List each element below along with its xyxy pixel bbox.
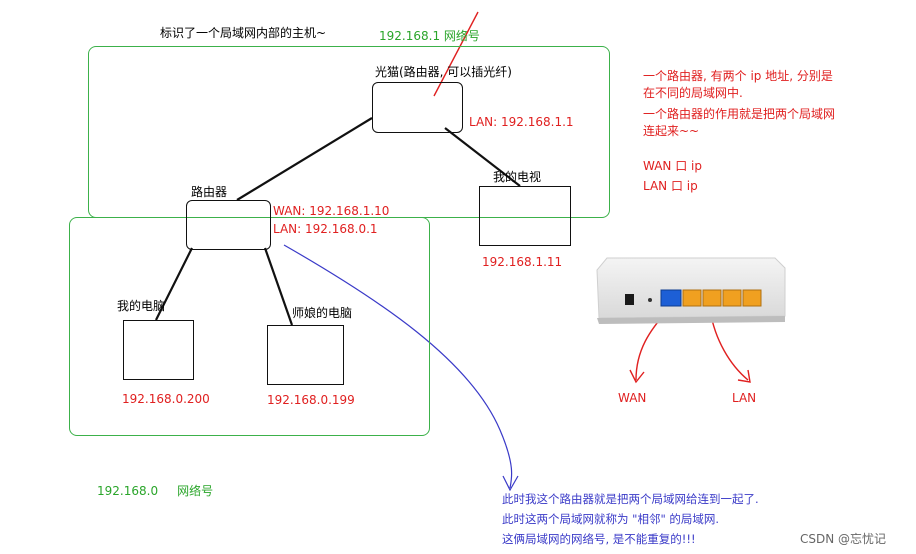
note-line: 此时我这个路由器就是把两个局域网给连到一起了. (502, 492, 759, 506)
lan-arrowhead (737, 369, 751, 383)
note-line: LAN 口 ip (643, 179, 698, 193)
router-label: 路由器 (191, 185, 228, 199)
bottom-network-boundary (69, 217, 430, 436)
my-pc-ip: 192.168.0.200 (122, 392, 210, 406)
modem-router-link (236, 117, 373, 201)
blue-annotation-arrow (283, 244, 513, 489)
router-wan-ip: WAN: 192.168.1.10 (273, 204, 390, 218)
note-line: 连起来~~ (643, 124, 700, 138)
tv-label: 我的电视 (493, 170, 542, 184)
note-line: WAN 口 ip (643, 159, 702, 173)
router-photo (596, 257, 786, 324)
router-otherpc-link (263, 247, 294, 326)
other-pc-node (267, 325, 344, 385)
wan-arrowhead (629, 369, 645, 384)
power-jack-icon (625, 294, 634, 305)
wan-port-icon (660, 289, 682, 307)
modem-label: 光猫(路由器, 可以插光纤) (375, 65, 512, 79)
other-pc-label: 师娘的电脑 (292, 306, 353, 320)
tv-ip: 192.168.1.11 (482, 255, 563, 269)
router-mypc-link (155, 247, 193, 321)
note-line: 一个路由器, 有两个 ip 地址, 分别是 (643, 69, 833, 83)
router-node (186, 200, 271, 250)
watermark: CSDN @忘忧记 (800, 532, 887, 546)
top-network-label: 192.168.1 网络号 (379, 29, 480, 43)
other-pc-ip: 192.168.0.199 (267, 393, 355, 407)
router-lan-ip: LAN: 192.168.0.1 (273, 222, 378, 236)
note-line: 一个路由器的作用就是把两个局域网 (643, 107, 836, 121)
my-pc-label: 我的电脑 (117, 299, 166, 313)
note-line: 这俩局域网的网络号, 是不能重复的!!! (502, 532, 696, 546)
my-pc-node (123, 320, 194, 380)
lan-ports-icon (742, 289, 762, 307)
wan-port-label: WAN (618, 391, 647, 405)
modem-lan-ip: LAN: 192.168.1.1 (469, 115, 574, 129)
reset-hole-icon (648, 298, 652, 302)
adjacent-network-notes: 此时我这个路由器就是把两个局域网给连到一起了. 此时这两个局域网就称为 "相邻"… (502, 489, 759, 549)
modem-node (372, 82, 463, 133)
note-line: 在不同的局域网中. (643, 86, 743, 100)
blue-arrowhead (502, 475, 519, 492)
tv-node (479, 186, 571, 246)
lan-port-label: LAN (732, 391, 757, 405)
diagram-title: 标识了一个局域网内部的主机~ (160, 26, 327, 40)
modem-tv-link (444, 127, 521, 187)
note-line: 此时这两个局域网就称为 "相邻" 的局域网. (502, 512, 720, 526)
note-line (643, 138, 835, 156)
router-explanation-notes: 一个路由器, 有两个 ip 地址, 分别是 在不同的局域网中. 一个路由器的作用… (643, 66, 835, 196)
bottom-network-label: 192.168.0 网络号 (97, 484, 214, 498)
